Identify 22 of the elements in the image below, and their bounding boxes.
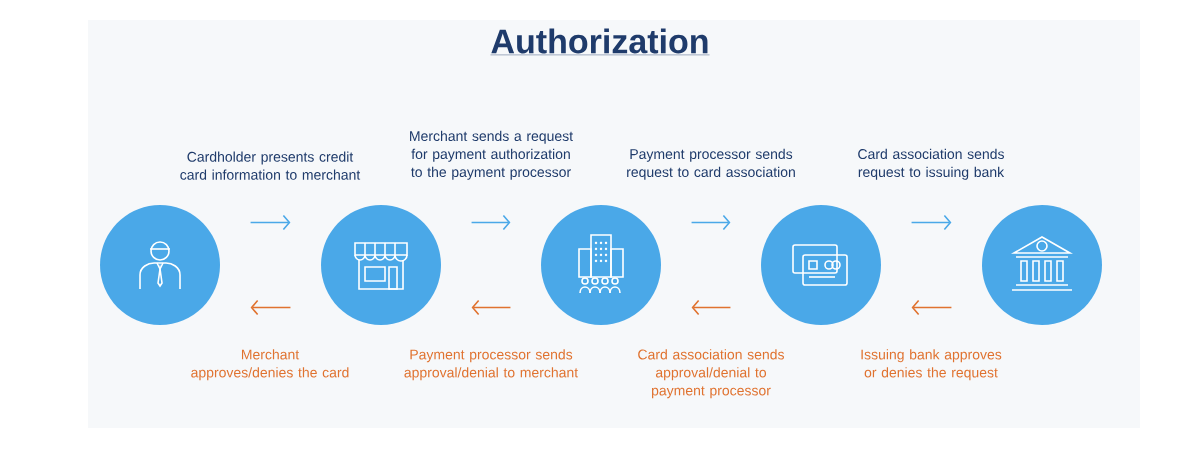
- circle: [541, 205, 661, 325]
- arrow: [690, 214, 731, 231]
- edge-label: Merchant sends a request for payment authorization to the payment processor: [410, 130, 573, 180]
- edge-label: Card association sends approval/denial to payment processor: [638, 349, 784, 399]
- edge-label: Payment processor sends approval/denial to merchant: [404, 349, 579, 381]
- edge-label: Issuing bank approves or denies the request: [861, 349, 1002, 381]
- arrow: [249, 214, 291, 231]
- arrow: [910, 214, 952, 231]
- edge-label: Payment processor sends request to card association: [627, 148, 795, 180]
- circle: [982, 205, 1102, 325]
- arrow: [250, 299, 292, 316]
- circle: [761, 205, 881, 325]
- title: Authorization: [490, 28, 710, 56]
- arrow: [471, 299, 512, 316]
- edge-label: Card association sends request to issuing bank: [858, 148, 1005, 180]
- arrow: [911, 299, 953, 316]
- arrow: [691, 299, 732, 316]
- arrow: [470, 214, 511, 231]
- edge-label: Cardholder presents credit card information to merchant: [180, 151, 361, 180]
- circle: [100, 205, 220, 325]
- circle: [321, 205, 441, 325]
- edge-label: Merchant approves/denies the card: [191, 349, 349, 381]
